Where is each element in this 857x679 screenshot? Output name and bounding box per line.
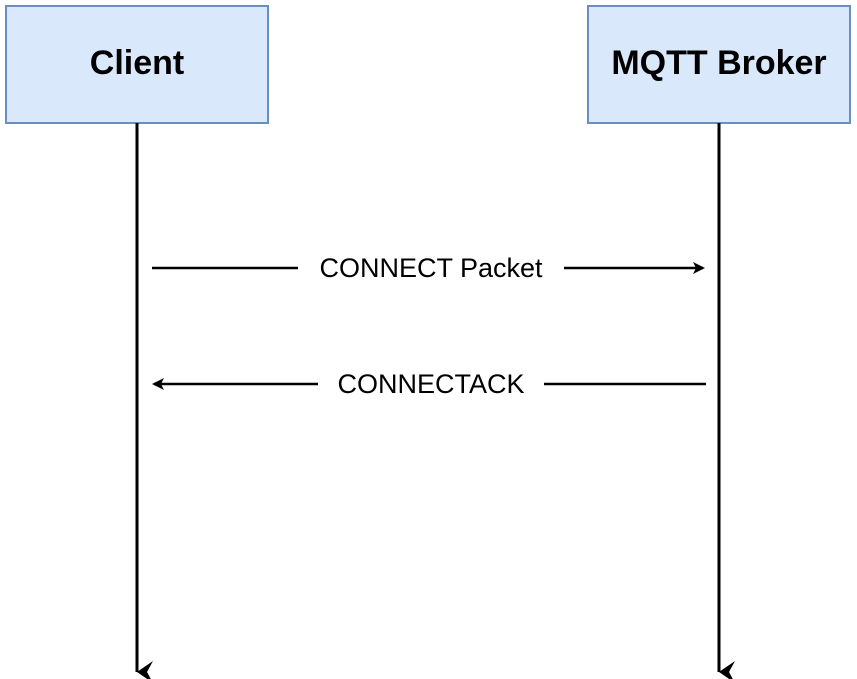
- actor-broker: MQTT Broker: [587, 5, 851, 124]
- actor-broker-box: [587, 5, 851, 124]
- actor-client-box: [5, 5, 269, 124]
- message-connectack: CONNECTACK: [152, 369, 706, 401]
- message-connect: CONNECT Packet: [152, 253, 705, 285]
- message-connect-label: CONNECT Packet: [319, 253, 543, 283]
- message-connectack-label-bg: [318, 369, 544, 401]
- message-connectack-label: CONNECTACK: [337, 369, 524, 399]
- message-connect-label-bg: [298, 253, 564, 285]
- actor-client-label: Client: [90, 44, 184, 82]
- actor-client: Client: [5, 5, 269, 124]
- actor-broker-label: MQTT Broker: [611, 44, 826, 82]
